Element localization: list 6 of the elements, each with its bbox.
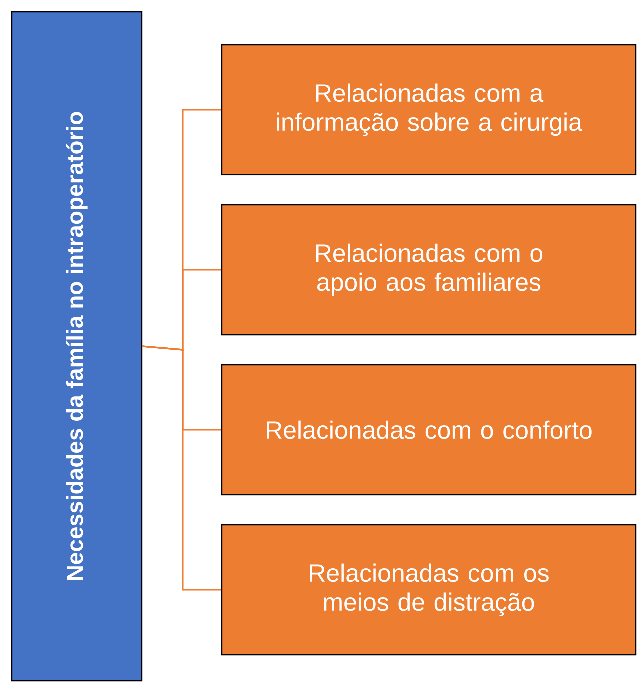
connector-line (142, 346, 222, 591)
category-box: Relacionadas com o conforto (221, 364, 637, 496)
category-box: Relacionadas com o apoio aos familiares (221, 204, 637, 336)
title-bar: Necessidades da família no intraoperatório (11, 11, 143, 682)
category-box: Relacionadas com a informação sobre a cirurgia (221, 44, 637, 176)
category-box: Relacionadas com os meios de distração (221, 524, 637, 656)
